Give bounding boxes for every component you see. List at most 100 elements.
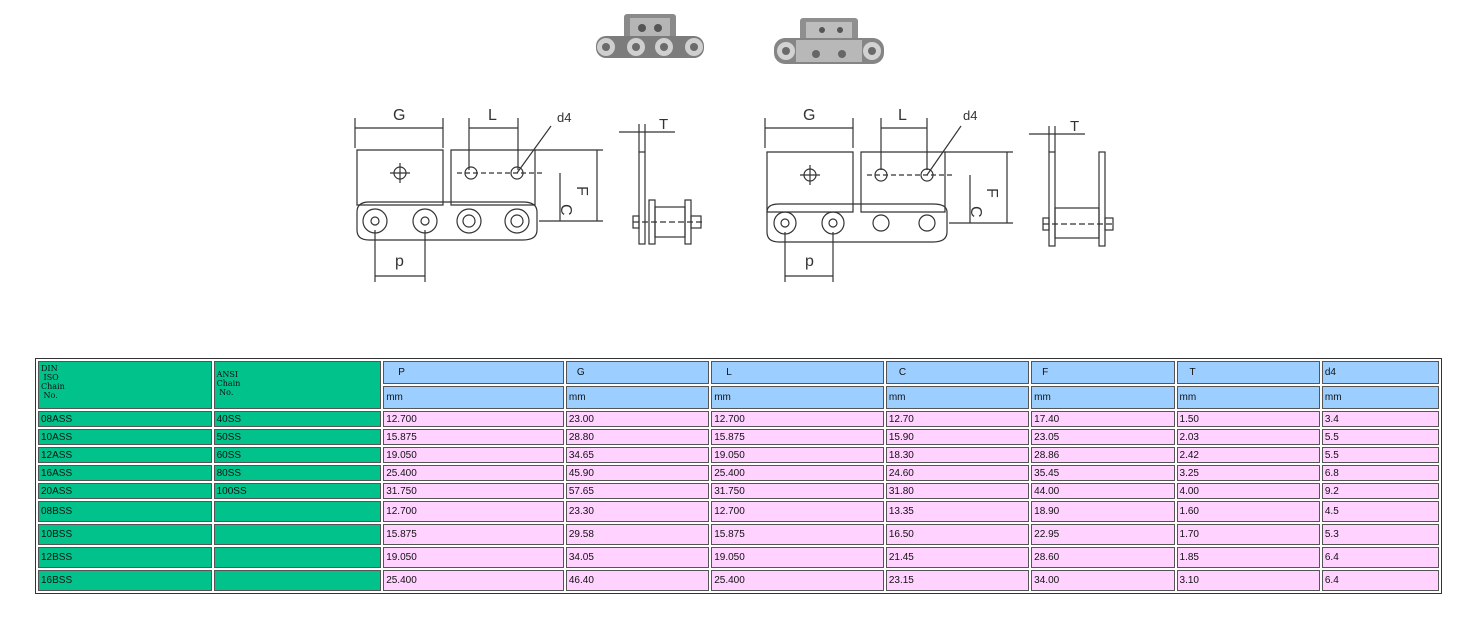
cell-d4: 5.3 <box>1321 524 1439 545</box>
dim-label-f: F <box>573 186 590 196</box>
dim-label-c-right: C <box>967 206 984 218</box>
dim-label-f-right: F <box>983 188 1000 198</box>
cell-ansi: 80SS <box>213 465 382 481</box>
dim-label-l: L <box>488 107 497 124</box>
header-din-iso-chain-no: DIN ISO Chain No. <box>38 361 212 409</box>
cell-l: 25.400 <box>711 465 884 481</box>
unit-c: mm <box>885 386 1030 409</box>
cell-t: 3.25 <box>1176 465 1320 481</box>
chain-photo-right <box>774 18 884 64</box>
cell-ansi <box>213 501 382 522</box>
dim-label-g-right: G <box>803 107 815 124</box>
cell-g: 29.58 <box>565 524 710 545</box>
cell-c: 18.30 <box>885 447 1030 463</box>
cell-din: 12BSS <box>38 547 212 568</box>
cell-din: 10ASS <box>38 429 212 445</box>
cell-l: 19.050 <box>711 547 884 568</box>
dim-label-d4: d4 <box>557 110 571 125</box>
cell-t: 3.10 <box>1176 570 1320 591</box>
header-l: L <box>711 361 884 384</box>
dim-label-t-right: T <box>1070 118 1079 135</box>
cell-l: 25.400 <box>711 570 884 591</box>
cell-p: 19.050 <box>383 447 564 463</box>
cell-t: 1.50 <box>1176 411 1320 427</box>
cell-f: 44.00 <box>1031 483 1175 499</box>
cell-g: 46.40 <box>565 570 710 591</box>
header-t: T <box>1176 361 1320 384</box>
cell-ansi <box>213 524 382 545</box>
cell-ansi: 100SS <box>213 483 382 499</box>
cell-g: 45.90 <box>565 465 710 481</box>
cell-d4: 6.4 <box>1321 547 1439 568</box>
chain-photo-left <box>596 14 704 58</box>
table-row: 10ASS 50SS 15.875 28.80 15.875 15.90 23.… <box>38 429 1439 445</box>
cell-p: 25.400 <box>383 465 564 481</box>
cell-t: 1.70 <box>1176 524 1320 545</box>
header-c: C <box>885 361 1030 384</box>
dim-label-t-left: T <box>659 116 668 133</box>
table-row: 16BSS 25.400 46.40 25.400 23.15 34.00 3.… <box>38 570 1439 591</box>
cell-d4: 3.4 <box>1321 411 1439 427</box>
cell-l: 19.050 <box>711 447 884 463</box>
cell-din: 10BSS <box>38 524 212 545</box>
header-ansi-chain-no: ANSI Chain No. <box>213 361 382 409</box>
cell-l: 15.875 <box>711 524 884 545</box>
cell-p: 12.700 <box>383 411 564 427</box>
cell-d4: 5.5 <box>1321 447 1439 463</box>
cell-c: 31.80 <box>885 483 1030 499</box>
cell-ansi: 50SS <box>213 429 382 445</box>
table-row: 10BSS 15.875 29.58 15.875 16.50 22.95 1.… <box>38 524 1439 545</box>
cell-d4: 6.8 <box>1321 465 1439 481</box>
unit-d4: mm <box>1321 386 1439 409</box>
drawing-right-side: T <box>1029 118 1114 247</box>
header-f: F <box>1031 361 1175 384</box>
cell-f: 23.05 <box>1031 429 1175 445</box>
table-row: 12ASS 60SS 19.050 34.65 19.050 18.30 28.… <box>38 447 1439 463</box>
chain-spec-table: DIN ISO Chain No. ANSI Chain No. P G L C… <box>35 358 1442 594</box>
cell-g: 34.05 <box>565 547 710 568</box>
dim-label-d4-right: d4 <box>963 108 977 123</box>
cell-c: 15.90 <box>885 429 1030 445</box>
cell-p: 15.875 <box>383 429 564 445</box>
cell-d4: 5.5 <box>1321 429 1439 445</box>
header-g: G <box>565 361 710 384</box>
cell-p: 12.700 <box>383 501 564 522</box>
cell-f: 28.86 <box>1031 447 1175 463</box>
unit-l: mm <box>711 386 884 409</box>
cell-ansi <box>213 547 382 568</box>
cell-g: 34.65 <box>565 447 710 463</box>
cell-din: 16ASS <box>38 465 212 481</box>
cell-f: 35.45 <box>1031 465 1175 481</box>
cell-g: 57.65 <box>565 483 710 499</box>
cell-c: 21.45 <box>885 547 1030 568</box>
cell-p: 15.875 <box>383 524 564 545</box>
cell-l: 31.750 <box>711 483 884 499</box>
cell-g: 28.80 <box>565 429 710 445</box>
cell-g: 23.30 <box>565 501 710 522</box>
table-row: 08BSS 12.700 23.30 12.700 13.35 18.90 1.… <box>38 501 1439 522</box>
cell-din: 12ASS <box>38 447 212 463</box>
header-d4: d4 <box>1321 361 1439 384</box>
cell-p: 19.050 <box>383 547 564 568</box>
cell-din: 16BSS <box>38 570 212 591</box>
cell-d4: 9.2 <box>1321 483 1439 499</box>
unit-t: mm <box>1176 386 1320 409</box>
cell-f: 34.00 <box>1031 570 1175 591</box>
table-row: 08ASS 40SS 12.700 23.00 12.700 12.70 17.… <box>38 411 1439 427</box>
dim-label-g: G <box>393 107 405 124</box>
unit-p: mm <box>383 386 564 409</box>
drawing-left-front: G L d4 C F p <box>354 107 603 282</box>
unit-f: mm <box>1031 386 1175 409</box>
drawing-left-side: T <box>619 116 703 245</box>
cell-f: 22.95 <box>1031 524 1175 545</box>
cell-g: 23.00 <box>565 411 710 427</box>
dim-label-p: p <box>395 253 404 270</box>
table-row: 20ASS 100SS 31.750 57.65 31.750 31.80 44… <box>38 483 1439 499</box>
cell-l: 12.700 <box>711 411 884 427</box>
cell-ansi: 60SS <box>213 447 382 463</box>
cell-din: 08ASS <box>38 411 212 427</box>
cell-f: 17.40 <box>1031 411 1175 427</box>
cell-t: 2.03 <box>1176 429 1320 445</box>
cell-p: 31.750 <box>383 483 564 499</box>
cell-c: 12.70 <box>885 411 1030 427</box>
